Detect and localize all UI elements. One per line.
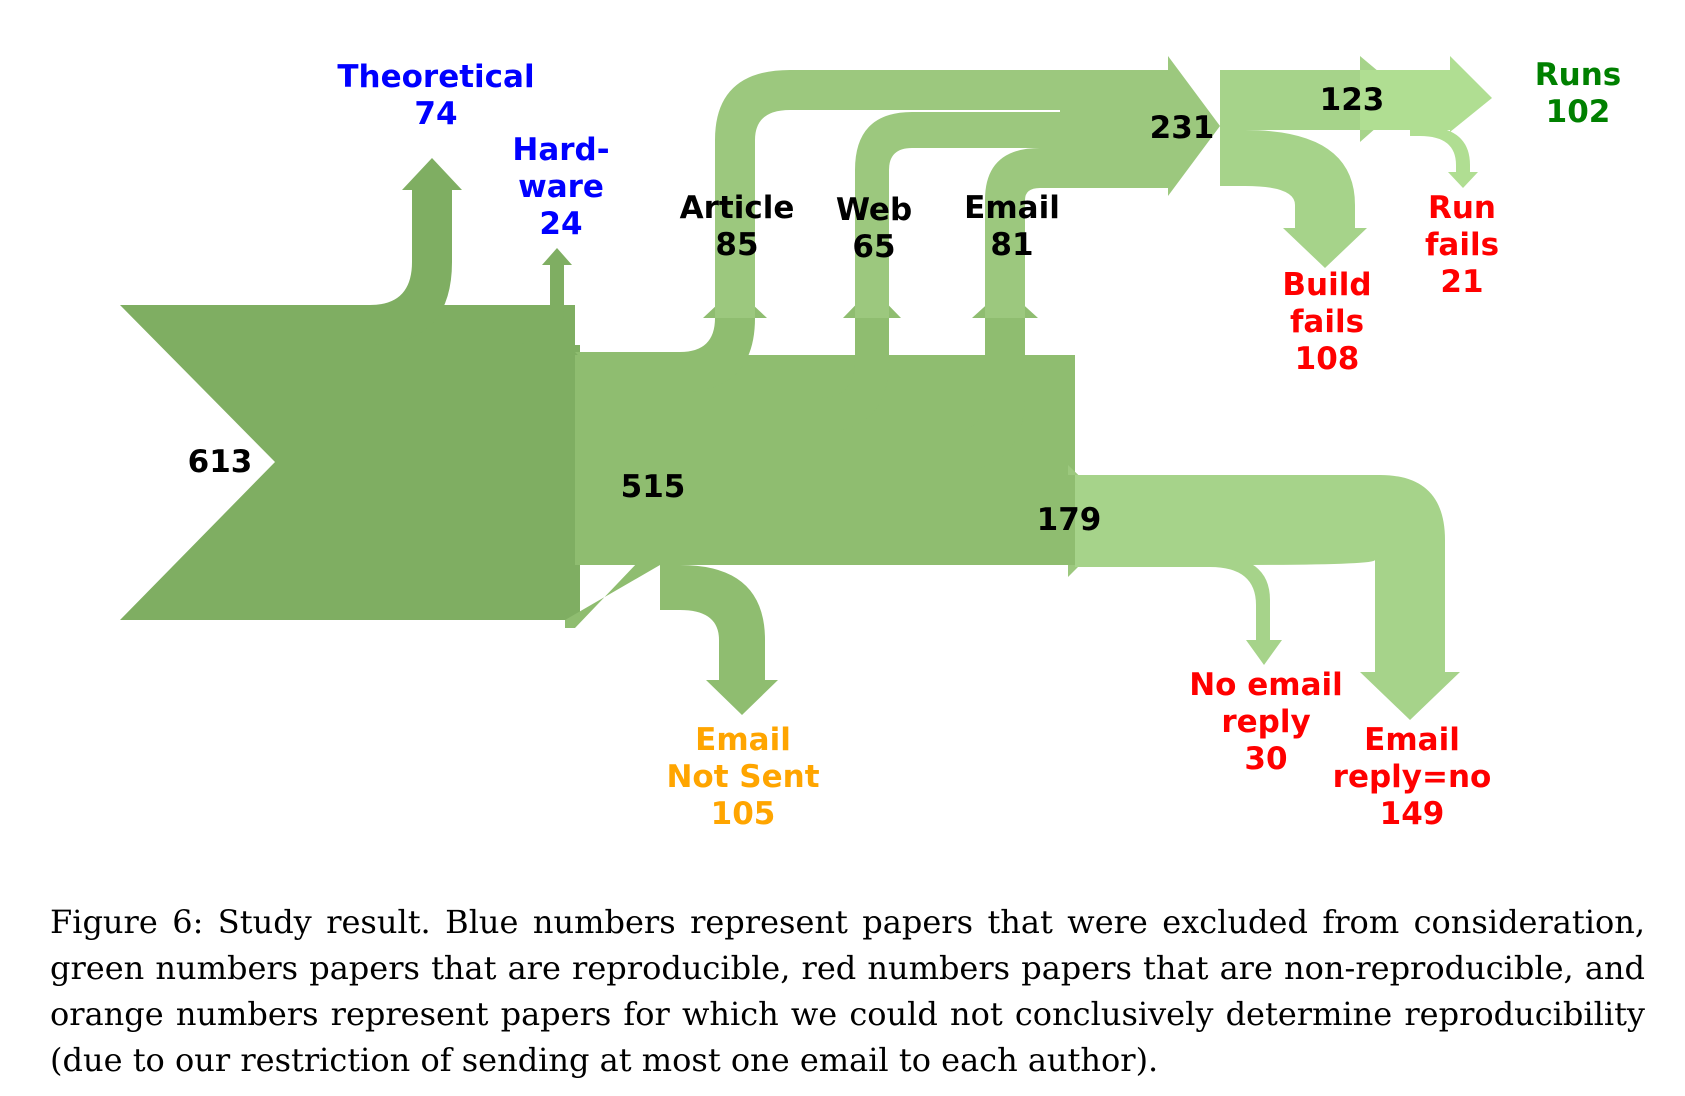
- flow-level-0: [120, 158, 580, 620]
- email-sent-body: [1075, 475, 1460, 720]
- no-email-reply-label-line1: No email: [1189, 667, 1343, 703]
- hardware-value: 24: [539, 206, 582, 242]
- no-email-reply-label-line2: reply: [1221, 704, 1310, 740]
- flow-level-4: [1360, 56, 1492, 188]
- email-reply-no-label-line1: Email: [1364, 722, 1460, 758]
- no-email-reply-arrow: [1075, 555, 1282, 665]
- web-label: Web: [836, 192, 912, 228]
- build-fails-label-line2: fails: [1290, 304, 1364, 340]
- build-fails-arrow: [1220, 130, 1367, 268]
- labels: Theoretical 74 Hard- ware 24 613 515 Art…: [188, 57, 1622, 832]
- run-fails-label-line2: fails: [1425, 227, 1499, 263]
- no-email-reply-value: 30: [1244, 741, 1287, 777]
- runs-arrow: [1360, 56, 1492, 132]
- hardware-label-line2: ware: [518, 169, 604, 205]
- web-arrow: [660, 288, 901, 432]
- builds-value: 123: [1320, 82, 1385, 118]
- runs-label: Runs: [1535, 57, 1621, 93]
- web-up-path: [855, 112, 1168, 318]
- runs-value: 102: [1546, 94, 1611, 130]
- web-value: 65: [852, 229, 895, 265]
- input-body: [370, 345, 580, 620]
- run-fails-arrow: [1410, 126, 1478, 188]
- email-not-sent-label-line2: Not Sent: [666, 759, 819, 795]
- email-not-sent-value: 105: [711, 796, 776, 832]
- flow-level-1: [565, 288, 1075, 715]
- theoretical-arrow: [370, 158, 462, 345]
- email-label: Email: [964, 190, 1060, 226]
- article-value: 85: [715, 227, 758, 263]
- email-sent-value: 179: [1037, 502, 1102, 538]
- build-fails-label-line1: Build: [1282, 267, 1371, 303]
- email-reply-no-label-line2: reply=no: [1333, 759, 1492, 795]
- code-found-value: 231: [1150, 110, 1215, 146]
- total-value: 613: [188, 444, 253, 480]
- email-value: 81: [990, 227, 1033, 263]
- email-not-sent-arrow: [660, 565, 778, 715]
- hardware-label-line1: Hard-: [512, 132, 609, 168]
- sankey-diagram: Theoretical 74 Hard- ware 24 613 515 Art…: [120, 56, 1622, 832]
- figure-caption: Figure 6: Study result. Blue numbers rep…: [50, 903, 1645, 1079]
- build-fails-value: 108: [1295, 341, 1360, 377]
- article-label: Article: [680, 190, 795, 226]
- email-up-path: [985, 148, 1168, 318]
- run-fails-value: 21: [1440, 264, 1483, 300]
- email-reply-no-value: 149: [1380, 796, 1445, 832]
- hardware-arrow: [510, 248, 572, 358]
- email-not-sent-label-line1: Email: [695, 722, 791, 758]
- theoretical-value: 74: [414, 96, 457, 132]
- theoretical-label: Theoretical: [337, 59, 534, 95]
- remaining-value: 515: [621, 469, 686, 505]
- run-fails-label-line1: Run: [1428, 190, 1496, 226]
